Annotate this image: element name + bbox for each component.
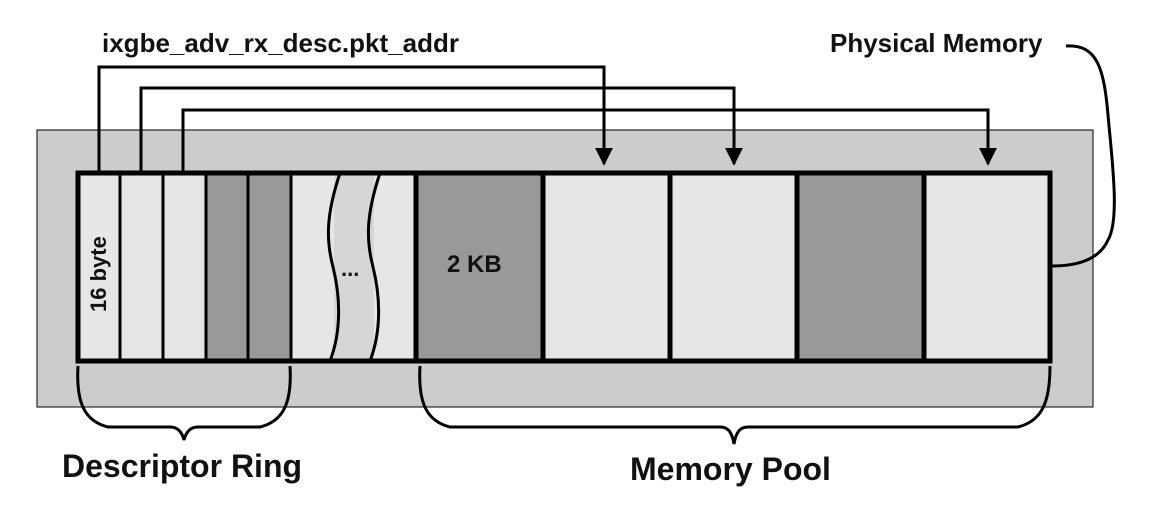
break-line-right — [366, 172, 382, 362]
pool-buffer — [543, 173, 670, 361]
descriptor-size-label: 16 byte — [86, 236, 111, 312]
pointer-field-label: ixgbe_adv_rx_desc.pkt_addr — [102, 28, 459, 58]
memory-pool-label: Memory Pool — [630, 451, 831, 487]
pool-buffer — [797, 173, 924, 361]
memory-pool — [416, 173, 1050, 361]
pool-buffer — [416, 173, 543, 361]
pointer-arrow-2 — [139, 86, 743, 173]
descriptor-ring — [78, 173, 416, 361]
pointer-arrow-3 — [181, 108, 997, 173]
slot-dividers — [118, 173, 927, 361]
pointer-arrows — [97, 65, 997, 173]
descriptor-slot — [248, 173, 291, 361]
memory-strip-frame — [75, 170, 1053, 364]
descriptor-slot — [206, 173, 248, 361]
pool-buffer — [670, 173, 797, 361]
physical-memory-bracket — [1051, 44, 1116, 268]
descriptor-ring-label: Descriptor Ring — [62, 448, 302, 484]
descriptor-gap-band — [334, 173, 374, 361]
break-line-left — [326, 172, 342, 362]
memory-pool-brace — [418, 365, 1052, 445]
buffer-size-label: 2 KB — [447, 251, 502, 278]
descriptor-ring-brace — [76, 365, 292, 441]
descriptor-slot — [120, 173, 163, 361]
ellipsis-label: ... — [341, 256, 359, 281]
pointer-arrow-1 — [97, 65, 613, 173]
descriptor-slot — [163, 173, 206, 361]
pool-buffer — [924, 173, 1050, 361]
descriptor-slot — [78, 173, 120, 361]
physical-memory-label: Physical Memory — [830, 28, 1043, 58]
